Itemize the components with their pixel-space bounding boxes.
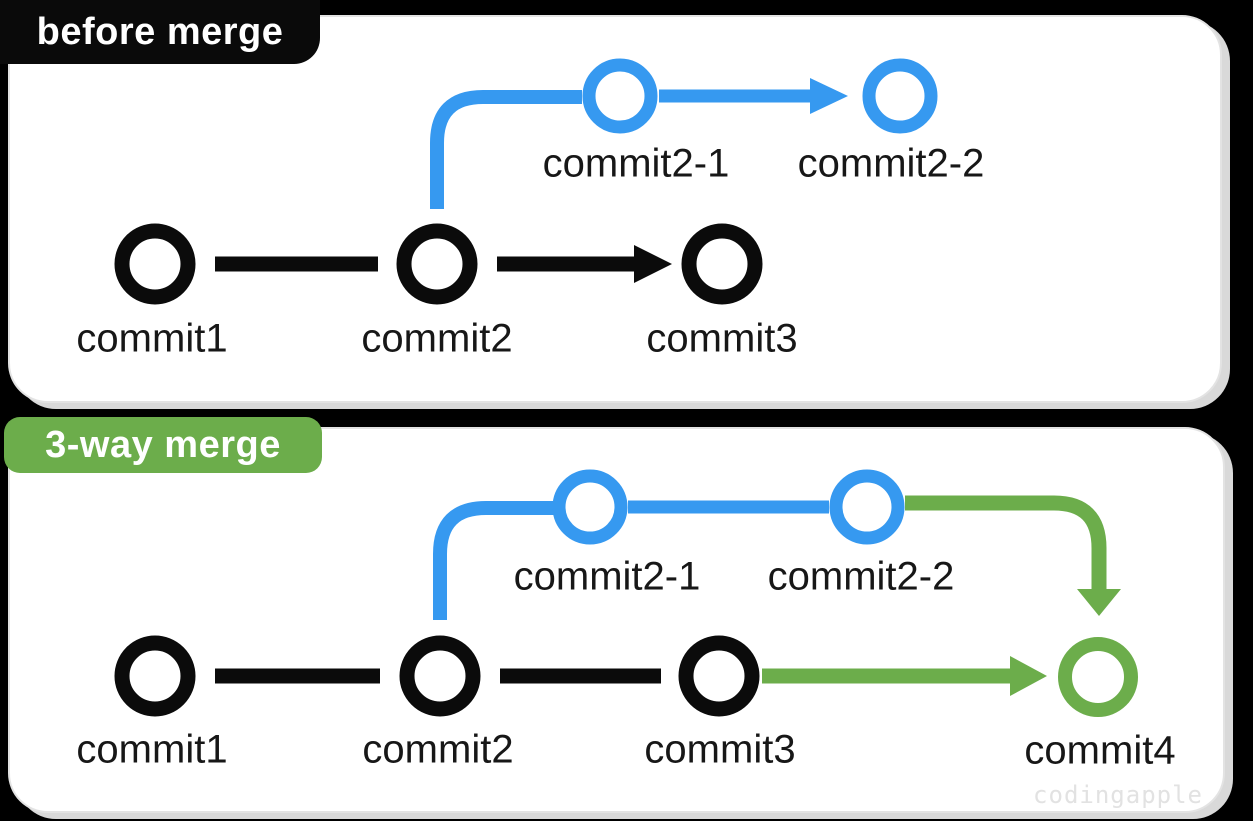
badge-before-merge: before merge [0, 0, 320, 64]
badge-three-way-merge-label: 3-way merge [45, 423, 281, 466]
label-commit4: commit4 [1024, 728, 1176, 773]
node-commit3-bottom [678, 635, 760, 717]
node-commit2-1-bottom [552, 469, 628, 545]
label-commit2-1-bottom: commit2-1 [513, 554, 701, 599]
label-commit2-1-top: commit2-1 [542, 141, 730, 186]
label-commit2-2-top: commit2-2 [797, 141, 985, 186]
node-commit1-bottom [114, 635, 196, 717]
badge-three-way-merge: 3-way merge [4, 417, 322, 473]
edge-commit2-commit2-1-top [430, 90, 582, 209]
node-commit2-2-top [862, 58, 938, 134]
label-commit1-top: commit1 [76, 316, 228, 361]
label-commit2-top: commit2 [361, 316, 513, 361]
node-commit2-bottom [399, 635, 481, 717]
node-commit2-top [396, 223, 478, 305]
node-commit3-top [681, 223, 763, 305]
arrowhead-commit4-down [1077, 589, 1121, 616]
watermark: codingapple [1033, 781, 1203, 809]
node-commit2-2-bottom [829, 469, 905, 545]
label-commit1-bottom: commit1 [76, 727, 228, 772]
arrowhead-commit4-right [1010, 656, 1047, 696]
badge-before-merge-label: before merge [36, 10, 284, 53]
arrowhead-commit3-top [634, 245, 672, 283]
node-commit1-top [114, 223, 196, 305]
node-commit4 [1058, 637, 1138, 717]
node-commit2-1-top [582, 58, 658, 134]
label-commit2-2-bottom: commit2-2 [767, 554, 955, 599]
label-commit3-top: commit3 [646, 316, 798, 361]
label-commit3-bottom: commit3 [644, 727, 796, 772]
edge-commit2-commit2-1-bottom [433, 501, 556, 620]
label-commit2-bottom: commit2 [362, 727, 514, 772]
edge-commit2-2-commit4 [905, 495, 1107, 591]
arrowhead-commit2-2-top [810, 78, 848, 114]
